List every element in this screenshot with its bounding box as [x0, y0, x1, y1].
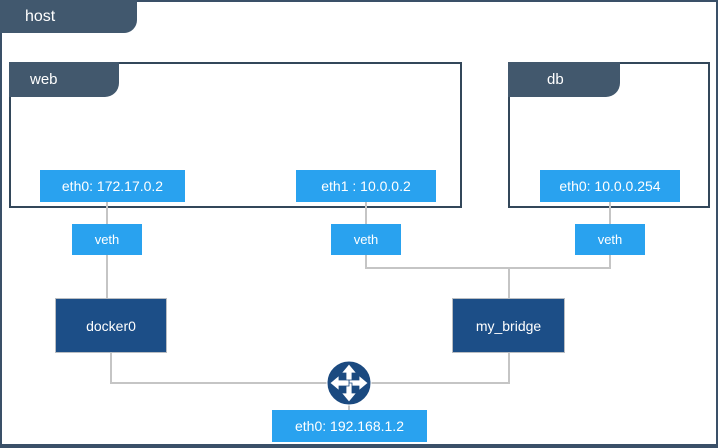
connector-web-eth1-veth	[365, 202, 367, 224]
connector-bottom-horizontal	[110, 382, 510, 384]
connector-db-eth0-veth	[609, 202, 611, 224]
web-eth1-interface: eth1 : 10.0.0.2	[296, 170, 436, 202]
host-label-tab: host	[0, 0, 137, 33]
veth-db-eth0: veth	[575, 224, 645, 255]
bridge-my-bridge: my_bridge	[452, 298, 565, 353]
container-web-label-tab: web	[9, 62, 119, 97]
veth-web-eth1: veth	[331, 224, 401, 255]
connector-web-eth0-veth	[106, 202, 108, 224]
connector-mybridge-down	[508, 353, 510, 382]
connector-bus-mybridge	[508, 269, 510, 298]
db-eth0-interface: eth0: 10.0.0.254	[540, 170, 680, 202]
connector-bus-horizontal	[365, 267, 611, 269]
connector-veth2-bus	[365, 255, 367, 269]
web-eth0-interface: eth0: 172.17.0.2	[40, 170, 185, 202]
veth-web-eth0: veth	[72, 224, 142, 255]
bridge-docker0: docker0	[55, 298, 167, 353]
connector-docker0-down	[110, 353, 112, 384]
container-db-label-tab: db	[508, 62, 620, 97]
router-icon	[326, 360, 372, 406]
connector-veth-docker0	[106, 255, 108, 298]
connector-veth3-bus	[609, 255, 611, 269]
host-eth0-interface: eth0: 192.168.1.2	[272, 410, 427, 442]
